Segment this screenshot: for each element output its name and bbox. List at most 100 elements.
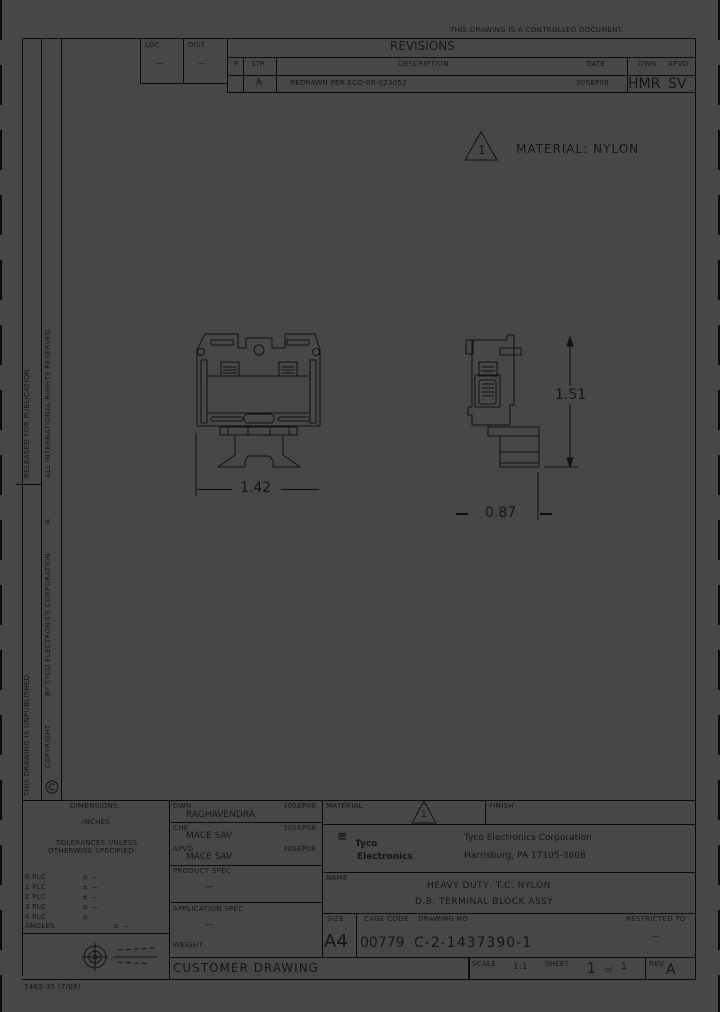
size-label: SIZE [327, 915, 344, 923]
name-line1: HEAVY DUTY, T.C. NYLON [427, 881, 551, 891]
scale-top [469, 957, 696, 958]
dwn-label: DWN [173, 802, 192, 810]
rev-label: REV [649, 960, 664, 968]
tolerances-line1: TOLERANCES UNLESS [56, 839, 138, 847]
tol-1-value: ± — [82, 883, 98, 891]
tol-0-value: ± — [82, 873, 98, 881]
rev-apvd: SV [668, 76, 687, 92]
form-number: 1463-35 (7/08) [24, 983, 81, 991]
loc-value: — [154, 59, 163, 69]
side-depth-arrow-left [456, 513, 468, 515]
loc-box-left [140, 38, 141, 83]
tyco-logo-line1: Tyco [355, 839, 378, 849]
tol-0-label: 0 PLC [25, 873, 47, 881]
margin-unpublished: THIS DRAWING IS UNPUBLISHED. [23, 672, 31, 796]
controlled-notice: THIS DRAWING IS A CONTROLLED DOCUMENT. [450, 26, 625, 34]
name-bottom [322, 913, 696, 914]
margin-rights: ALL INTERNATIONAL RIGHTS RESERVED. [44, 326, 52, 478]
rev-col-1 [243, 57, 244, 92]
dimensions-label: DIMENSIONS: [70, 802, 121, 810]
size-value: A4 [324, 931, 348, 952]
front-view-drawing [195, 333, 321, 496]
loc-dist-divider [183, 38, 184, 83]
chk-label: CHK [173, 824, 189, 832]
dwn-date: 30SEP08 [283, 802, 317, 810]
product-spec-divider [169, 902, 322, 903]
tol-divider [22, 933, 169, 934]
rev-col-p: P [234, 60, 239, 68]
front-width-dimension: 1.42 [240, 480, 272, 496]
sheet-value: 1 [587, 961, 596, 977]
chk-name: MACE SAV [186, 831, 233, 841]
scale-value: 1:1 [513, 962, 528, 972]
product-spec-label: PRODUCT SPEC [173, 867, 232, 875]
tol-angles-value: ± — [113, 922, 129, 930]
restricted-to-value: — [651, 932, 660, 942]
left-zone-ticks [0, 0, 2, 1012]
rev-col-2 [276, 57, 277, 92]
border-bottom [22, 979, 696, 980]
tol-1-label: 1 PLC [25, 883, 47, 891]
rev-col-description: DESCRIPTION [398, 60, 449, 68]
tol-4-label: 4 PLC [25, 913, 47, 921]
cage-code-label: CAGE CODE [364, 915, 409, 923]
tyco-logo-mark-icon: ≡ [337, 829, 348, 843]
border-left [22, 38, 23, 976]
application-spec-value: — [205, 920, 214, 930]
company-bottom [322, 872, 696, 873]
tb-col-2 [322, 800, 323, 957]
loc-label: LOC [145, 41, 160, 49]
revisions-bottom-line [227, 92, 695, 93]
note-flag-number: 1 [478, 143, 486, 157]
sheet-of: of [605, 966, 613, 974]
third-angle-projection-icon [82, 943, 158, 971]
tol-2-value: ± — [82, 893, 98, 901]
tol-4-value: ± [82, 913, 89, 921]
chk-date: 30SEP08 [283, 824, 317, 832]
apvd-label: APVD [173, 845, 194, 853]
tolerances-line2: OTHERWISE SPECIFIED: [48, 847, 137, 855]
material-label: MATERIAL [326, 802, 363, 810]
border-right-full [695, 38, 696, 979]
sheet-label: SHEET [545, 960, 570, 968]
front-dim-line-right [281, 489, 319, 490]
tol-3-value: ± — [82, 903, 98, 911]
units-label: INCHES [82, 818, 111, 826]
rev-description: REDRAWN PER ECO-08-023052 [290, 79, 407, 87]
weight-label: WEIGHT [173, 941, 204, 949]
rev-date: 30SEP08 [576, 79, 610, 87]
drawing-number: C-2-1437390-1 [414, 935, 533, 951]
margin-by: BY TYCO ELECTRONICS CORPORATION. [44, 550, 52, 696]
revisions-header-line [227, 57, 695, 58]
revisions-title: REVISIONS [390, 39, 455, 53]
apvd-date: 30SEP08 [283, 845, 317, 853]
border-top [22, 38, 695, 39]
rev-ltr: A [256, 78, 263, 88]
product-spec-value: — [205, 882, 214, 892]
revisions-row-line [227, 75, 695, 76]
rev-col-ltr: LTR [252, 60, 265, 68]
sheet-total: 1 [621, 962, 627, 972]
dwn-divider [169, 822, 322, 823]
dist-label: DIST [188, 41, 206, 49]
margin-tick [16, 484, 42, 485]
margin-released: RELEASED FOR PUBLICATION [23, 368, 31, 478]
weight-divider [169, 957, 469, 958]
tyco-logo-line2: Electronics [357, 852, 413, 862]
note-flag-triangle-icon [464, 130, 498, 161]
apvd-name: MACE SAV [186, 852, 233, 862]
cage-code-value: 00779 [360, 935, 405, 951]
side-view-drawing [465, 334, 578, 520]
customer-drawing-label: CUSTOMER DRAWING [173, 961, 319, 975]
rev-col-apvd: APVD [668, 60, 689, 68]
revisions-left [227, 38, 228, 93]
application-spec-label: APPLICATION SPEC [173, 905, 244, 913]
margin-year-mark: A [44, 518, 52, 524]
margin-copyright: COPYRIGHT [44, 724, 52, 768]
drawing-no-label: DRAWING NO [418, 915, 468, 923]
margin-line-2 [61, 38, 62, 800]
rev-value: A [666, 962, 676, 978]
dwn-name: RAGHAVENDRA [186, 810, 255, 820]
company-name: Tyco Electronics Corporation [464, 833, 592, 843]
scale-label: SCALE [472, 960, 496, 968]
